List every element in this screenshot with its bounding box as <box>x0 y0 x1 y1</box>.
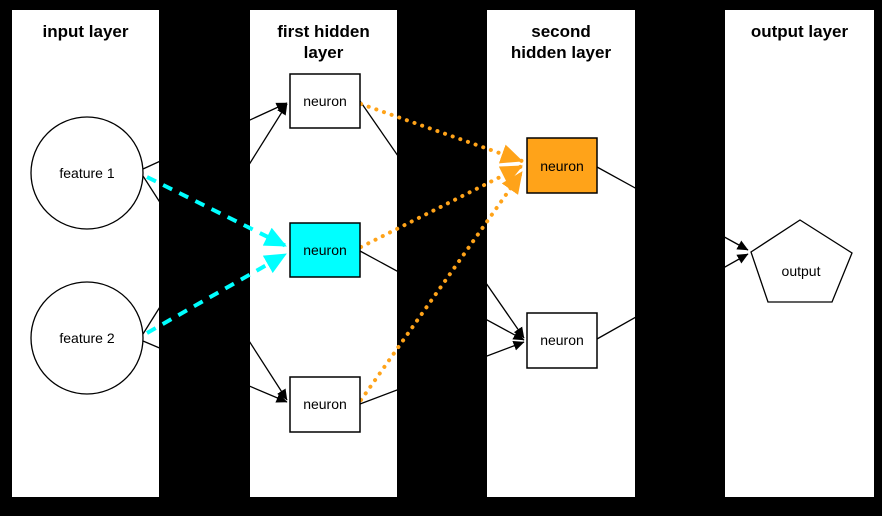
node-h1-neuron-middle-cyan <box>289 222 361 278</box>
edge-h2bottom-to-output <box>596 253 749 340</box>
label-feature-1: feature 1 <box>59 165 115 181</box>
edge-h1mid-to-h2bottom <box>359 250 525 341</box>
edge-feature2-to-h1top <box>142 103 288 335</box>
label-output: output <box>781 263 821 279</box>
title-first-hidden-line2: layer <box>303 43 344 62</box>
node-output-pentagon <box>750 219 853 303</box>
orange-arrow-h1mid-to-h2orange <box>359 164 524 249</box>
label-h1-neuron-bottom: neuron <box>303 396 347 412</box>
node-h1-neuron-top <box>289 73 361 129</box>
edge-h2top-to-output <box>596 166 749 251</box>
cyan-arrow-feature2-to-h1mid <box>146 252 287 335</box>
node-h2-neuron-bottom <box>526 312 598 369</box>
node-feature-1 <box>30 116 144 230</box>
title-input-layer: input layer <box>12 21 159 42</box>
orange-arrow-h1bottom-to-h2orange <box>359 170 524 402</box>
label-feature-2: feature 2 <box>59 330 115 346</box>
label-h2-neuron-top: neuron <box>540 158 584 174</box>
edge-feature1-to-h1bottom <box>142 175 288 401</box>
panel-second-hidden-layer <box>487 10 635 497</box>
title-second-hidden-line1: second <box>531 22 591 41</box>
title-input-layer-line: input layer <box>42 22 129 41</box>
title-second-hidden-layer: second hidden layer <box>487 21 635 63</box>
node-h2-neuron-top-orange <box>526 137 598 194</box>
node-feature-2 <box>30 281 144 395</box>
label-h1-neuron-top: neuron <box>303 93 347 109</box>
title-output-layer-line: output layer <box>750 22 849 41</box>
title-first-hidden-line1: first hidden <box>277 22 370 41</box>
panel-input-layer <box>12 10 159 497</box>
title-second-hidden-line2: hidden layer <box>510 43 612 62</box>
node-h1-neuron-bottom <box>289 376 361 433</box>
edge-h1top-to-h2bottom <box>359 100 525 339</box>
edge-h2orange-line <box>359 341 525 405</box>
cyan-arrow-feature1-to-h1mid <box>146 175 287 248</box>
label-h2-neuron-bottom: neuron <box>540 332 584 348</box>
label-h1-neuron-middle: neuron <box>303 242 347 258</box>
edge-feature1-to-h1top <box>142 102 288 170</box>
edge-feature2-to-h1bottom <box>142 340 288 403</box>
title-first-hidden-layer: first hidden layer <box>250 21 397 63</box>
title-output-layer: output layer <box>725 21 874 42</box>
